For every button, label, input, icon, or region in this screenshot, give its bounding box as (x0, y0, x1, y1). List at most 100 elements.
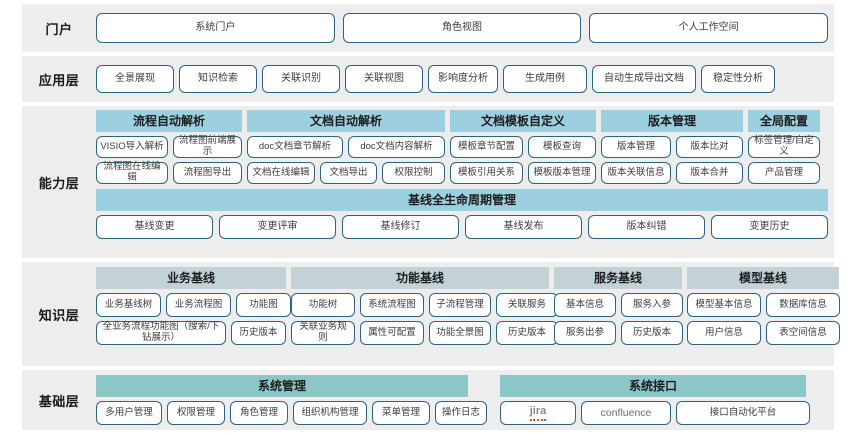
capability-item-文档导出[interactable]: 文档导出 (320, 162, 377, 184)
lifecycle-item-基线发布[interactable]: 基线发布 (465, 215, 582, 239)
capability-item-权限控制[interactable]: 权限控制 (382, 162, 445, 184)
layer-capability-label: 能力层 (38, 175, 80, 191)
layer-base-label: 基础层 (38, 393, 80, 409)
application-item-生成用例[interactable]: 生成用例 (503, 65, 587, 93)
group-header-系统管理: 系统管理 (96, 375, 468, 397)
application-item-自动生成导出文档[interactable]: 自动生成导出文档 (592, 65, 696, 93)
capability-row: 标签管理/自定 义 (748, 135, 820, 158)
knowledge-item-全业务流程功能图-搜索-下-钻展示-[interactable]: 全业务流程功能图（搜索/下 钻展示） (96, 321, 226, 345)
baseline-lifecycle-header: 基线全生命周期管理 (96, 189, 828, 211)
knowledge-item-功能全景图[interactable]: 功能全景图 (429, 321, 491, 345)
knowledge-row: 基本信息服务入参 (554, 293, 683, 317)
layer-portal-label: 门户 (45, 21, 73, 37)
knowledge-item-数据库信息[interactable]: 数据库信息 (766, 293, 840, 317)
application-item-影响度分析[interactable]: 影响度分析 (428, 65, 498, 93)
knowledge-item-模型基本信息[interactable]: 模型基本信息 (687, 293, 761, 317)
knowledge-group-业务基线: 业务基线业务基线树业务流程图功能图全业务流程功能图（搜索/下 钻展示）历史版本 (96, 267, 291, 345)
capability-item-模板引用关系[interactable]: 模板引用关系 (450, 162, 523, 184)
layer-knowledge-body: 业务基线业务基线树业务流程图功能图全业务流程功能图（搜索/下 钻展示）历史版本功… (96, 262, 845, 366)
group-header-版本管理: 版本管理 (601, 110, 743, 132)
layer-application-body: 全景展现知识检索关联识别关联视图影响度分析生成用例自动生成导出文档稳定性分析 (96, 65, 834, 93)
capability-item-VISIO导入解析[interactable]: VISIO导入解析 (96, 136, 168, 158)
knowledge-item-历史版本[interactable]: 历史版本 (231, 321, 286, 345)
knowledge-item-表空间信息[interactable]: 表空间信息 (766, 321, 840, 345)
knowledge-item-用户信息[interactable]: 用户信息 (687, 321, 761, 345)
group-header-功能基线: 功能基线 (291, 267, 549, 289)
capability-group-版本管理: 版本管理版本管理版本比对版本关联信息版本合并 (601, 110, 743, 184)
knowledge-item-属性可配置[interactable]: 属性可配置 (360, 321, 424, 345)
knowledge-item-业务流程图[interactable]: 业务流程图 (166, 293, 231, 317)
knowledge-item-服务出参[interactable]: 服务出参 (554, 321, 616, 345)
knowledge-item-关联业务规则[interactable]: 关联业务规则 (291, 321, 355, 345)
knowledge-groups: 业务基线业务基线树业务流程图功能图全业务流程功能图（搜索/下 钻展示）历史版本功… (96, 267, 840, 345)
base-item-confluence[interactable]: confluence (581, 401, 671, 425)
capability-item-流程图导出[interactable]: 流程图导出 (173, 162, 242, 184)
knowledge-item-业务基线树[interactable]: 业务基线树 (96, 293, 161, 317)
knowledge-row: 业务基线树业务流程图功能图 (96, 293, 291, 317)
knowledge-item-服务入参[interactable]: 服务入参 (621, 293, 683, 317)
knowledge-row: 关联业务规则属性可配置功能全景图历史版本 (291, 321, 558, 345)
capability-row: VISIO导入解析流程图前端展 示 (96, 135, 242, 158)
lifecycle-item-变更评审[interactable]: 变更评审 (219, 215, 336, 239)
capability-item-doc文档内容解析[interactable]: doc文档内容解析 (348, 136, 445, 158)
lifecycle-item-基线修订[interactable]: 基线修订 (342, 215, 459, 239)
capability-item-模板章节配置[interactable]: 模板章节配置 (450, 136, 523, 158)
base-item-角色管理[interactable]: 角色管理 (230, 401, 288, 425)
knowledge-item-关联服务[interactable]: 关联服务 (496, 293, 558, 317)
base-item-操作日志[interactable]: 操作日志 (435, 401, 487, 425)
application-item-全景展现[interactable]: 全景展现 (96, 65, 174, 93)
capability-item-文档在线编辑[interactable]: 文档在线编辑 (247, 162, 315, 184)
group-header-业务基线: 业务基线 (96, 267, 286, 289)
knowledge-item-功能图[interactable]: 功能图 (236, 293, 291, 317)
lifecycle-item-变更历史[interactable]: 变更历史 (711, 215, 828, 239)
knowledge-row: 用户信息表空间信息 (687, 321, 840, 345)
knowledge-group-服务基线: 服务基线基本信息服务入参服务出参历史版本 (554, 267, 683, 345)
knowledge-item-历史版本[interactable]: 历史版本 (496, 321, 558, 345)
knowledge-item-子流程管理[interactable]: 子流程管理 (429, 293, 491, 317)
portal-item-系统门户[interactable]: 系统门户 (96, 13, 335, 43)
capability-row: 模板引用关系模板版本管理 (450, 162, 596, 184)
application-item-稳定性分析[interactable]: 稳定性分析 (701, 65, 775, 93)
portal-item-个人工作空间[interactable]: 个人工作空间 (589, 13, 829, 43)
layer-portal: 门户 系统门户角色视图个人工作空间 (22, 4, 834, 52)
capability-item-产品管理[interactable]: 产品管理 (748, 162, 820, 184)
base-item-接口自动化平台[interactable]: 接口自动化平台 (676, 401, 810, 425)
capability-item-模板版本管理[interactable]: 模板版本管理 (528, 162, 596, 184)
capability-item-版本管理[interactable]: 版本管理 (601, 136, 671, 158)
knowledge-row: 服务出参历史版本 (554, 321, 683, 345)
knowledge-item-历史版本[interactable]: 历史版本 (621, 321, 683, 345)
knowledge-item-基本信息[interactable]: 基本信息 (554, 293, 616, 317)
base-group-系统管理: 系统管理多用户管理权限管理角色管理组织机构管理菜单管理操作日志 (96, 375, 487, 430)
application-item-关联识别[interactable]: 关联识别 (262, 65, 340, 93)
lifecycle-item-基线变更[interactable]: 基线变更 (96, 215, 213, 239)
base-item-组织机构管理[interactable]: 组织机构管理 (293, 401, 367, 425)
knowledge-item-系统流程图[interactable]: 系统流程图 (360, 293, 424, 317)
base-item-权限管理[interactable]: 权限管理 (167, 401, 225, 425)
capability-item-版本关联信息[interactable]: 版本关联信息 (601, 162, 671, 184)
knowledge-item-功能树[interactable]: 功能树 (291, 293, 355, 317)
capability-item-doc文档章节解析[interactable]: doc文档章节解析 (247, 136, 343, 158)
base-item-多用户管理[interactable]: 多用户管理 (96, 401, 162, 425)
lifecycle-item-版本纠错[interactable]: 版本纠错 (588, 215, 705, 239)
capability-item-版本合并[interactable]: 版本合并 (676, 162, 743, 184)
capability-item-流程图前端展-示[interactable]: 流程图前端展 示 (173, 135, 242, 158)
base-item-菜单管理[interactable]: 菜单管理 (372, 401, 430, 425)
capability-row: 模板章节配置模板查询 (450, 136, 596, 158)
group-header-文档自动解析: 文档自动解析 (247, 110, 445, 132)
capability-item-流程图在线编辑[interactable]: 流程图在线编辑 (96, 161, 168, 184)
portal-item-角色视图[interactable]: 角色视图 (342, 13, 582, 43)
capability-item-标签管理-自定-义[interactable]: 标签管理/自定 义 (748, 135, 820, 158)
capability-item-版本比对[interactable]: 版本比对 (676, 136, 743, 158)
knowledge-row: 模型基本信息数据库信息 (687, 293, 840, 317)
application-item-知识检索[interactable]: 知识检索 (179, 65, 257, 93)
capability-item-模板查询[interactable]: 模板查询 (528, 136, 596, 158)
base-item-jira[interactable]: jira (500, 401, 576, 425)
portal-items-row: 系统门户角色视图个人工作空间 (96, 13, 829, 43)
application-item-关联视图[interactable]: 关联视图 (345, 65, 423, 93)
